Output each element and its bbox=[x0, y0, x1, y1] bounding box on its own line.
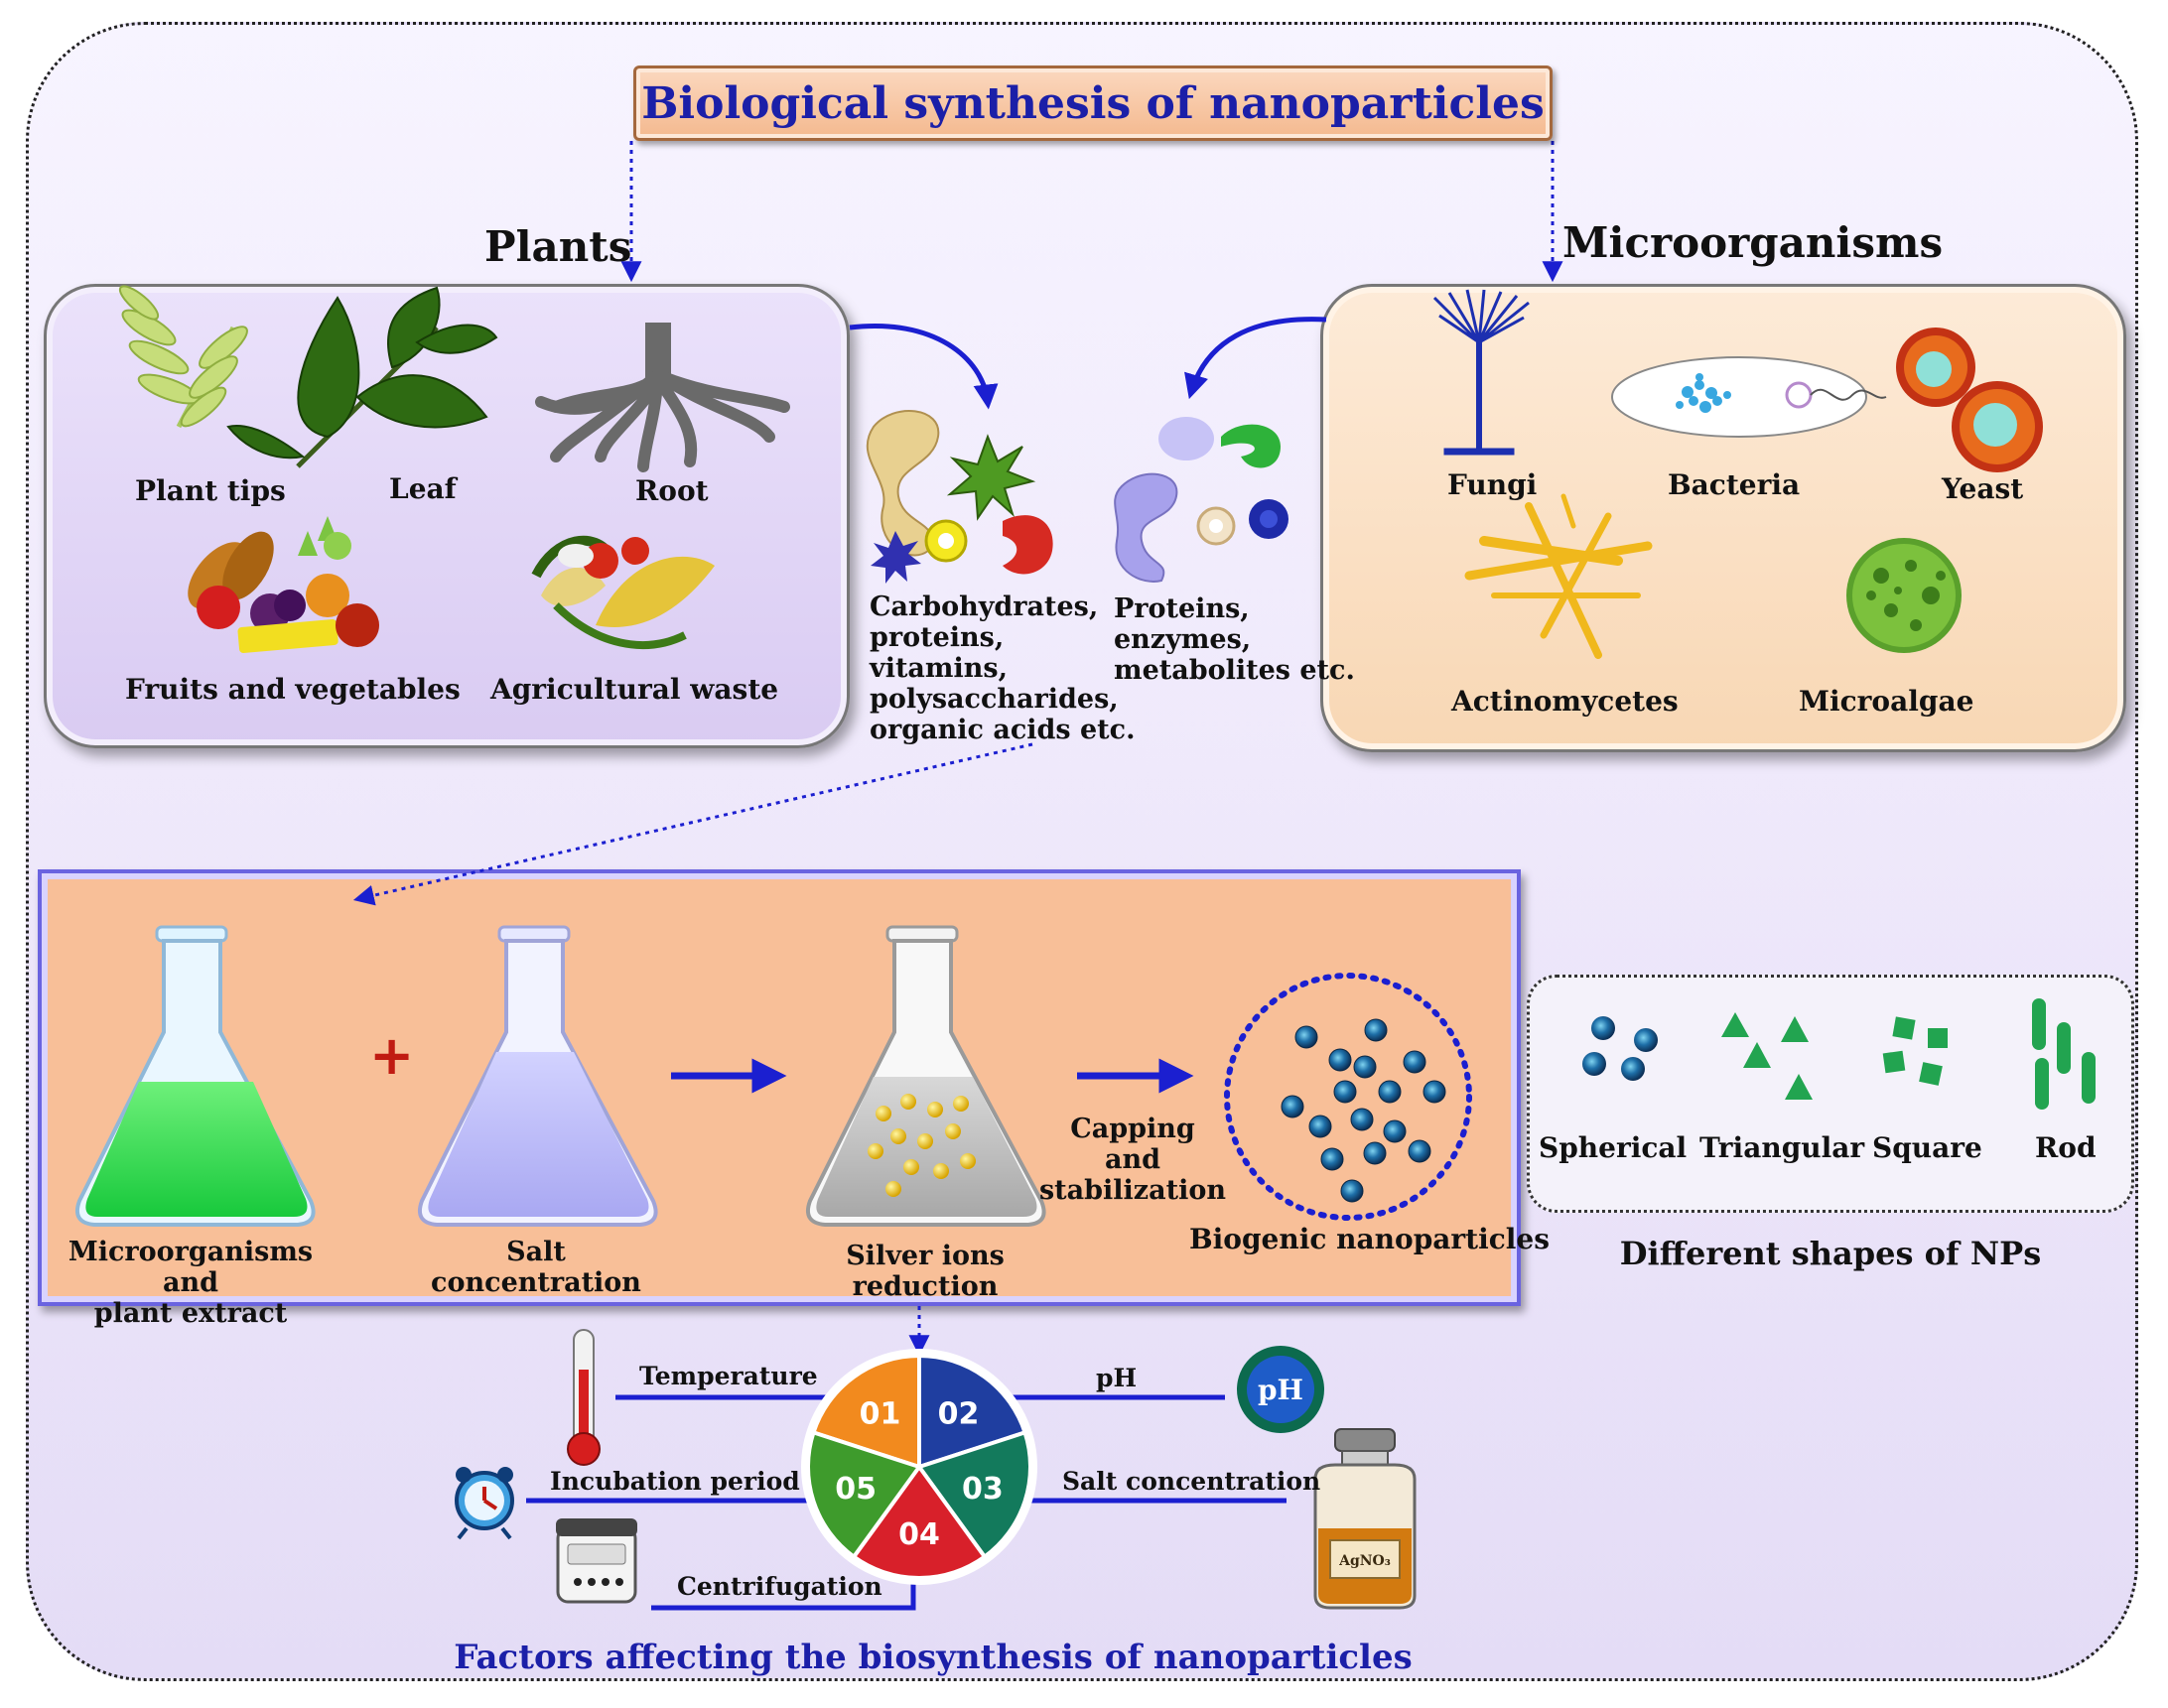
capping-label: Capping and stabilization bbox=[1038, 1114, 1226, 1206]
square-shape-icon bbox=[1882, 1016, 1948, 1086]
label-fungi: Fungi bbox=[1447, 468, 1538, 501]
plant-biomolecules-text: Carbohydrates, proteins, vitamins, polys… bbox=[870, 591, 1136, 745]
green-flask-icon bbox=[74, 925, 316, 1227]
label-microalgae: Microalgae bbox=[1799, 685, 1974, 718]
factor-label-incubation-period: Incubation period bbox=[550, 1467, 800, 1496]
shapes-caption: Different shapes of NPs bbox=[1619, 1235, 2042, 1272]
label-root: Root bbox=[635, 474, 709, 507]
factor-label-ph: pH bbox=[1096, 1364, 1138, 1392]
microbe-biomolecules-text: Proteins, enzymes, metabolites etc. bbox=[1114, 593, 1355, 686]
label-yeast: Yeast bbox=[1942, 472, 2024, 505]
ph-badge-icon: pH bbox=[1237, 1346, 1324, 1433]
rod-shape-icon bbox=[2032, 998, 2096, 1110]
pie-segment-03 bbox=[915, 1429, 1032, 1560]
label-triangular: Triangular bbox=[1699, 1131, 1865, 1164]
label-square: Square bbox=[1872, 1131, 1982, 1164]
pie-segment-05 bbox=[806, 1429, 923, 1560]
label-leaf: Leaf bbox=[389, 472, 457, 505]
leaf-icon bbox=[226, 286, 498, 468]
flask-reduction-label: Silver ions reduction bbox=[846, 1241, 1005, 1302]
flask-salt-label: Salt concentration bbox=[431, 1237, 641, 1298]
factors-title: Factors affecting the biosynthesis of na… bbox=[454, 1638, 1413, 1677]
factor-label-centrifugation: Centrifugation bbox=[677, 1572, 882, 1601]
pie-label-02: 02 bbox=[938, 1397, 980, 1432]
bottle-label: AgNO₃ bbox=[1338, 1553, 1391, 1569]
centrifuge-icon bbox=[556, 1518, 637, 1604]
factor-label-temperature: Temperature bbox=[639, 1362, 818, 1390]
plants-heading: Plants bbox=[484, 222, 632, 271]
pie-label-03: 03 bbox=[962, 1472, 1004, 1507]
pie-label-01: 01 bbox=[860, 1397, 901, 1432]
biogenic-nanoparticles-icon bbox=[1224, 973, 1472, 1221]
flask-extract-label: Microorganisms and plant extract bbox=[68, 1237, 314, 1329]
root-icon bbox=[535, 323, 790, 472]
plant-biomolecules-icon bbox=[866, 410, 1053, 584]
label-rod: Rod bbox=[2035, 1131, 2097, 1164]
violet-flask-icon bbox=[417, 925, 658, 1227]
biogenic-nanoparticles-label: Biogenic nanoparticles bbox=[1189, 1223, 1551, 1255]
label-spherical: Spherical bbox=[1539, 1131, 1688, 1164]
plus-sign: + bbox=[369, 1024, 414, 1087]
agricultural-waste-icon bbox=[531, 535, 715, 649]
alarm-clock-icon bbox=[455, 1467, 514, 1540]
microalgae-icon bbox=[1846, 538, 1962, 653]
factor-label-salt-concentration: Salt concentration bbox=[1062, 1467, 1321, 1496]
grey-flask-icon bbox=[805, 925, 1046, 1227]
label-fruits-vegetables: Fruits and vegetables bbox=[125, 673, 461, 706]
triangular-shape-icon bbox=[1721, 1012, 1813, 1100]
spherical-shape-icon bbox=[1582, 1016, 1658, 1081]
label-bacteria: Bacteria bbox=[1668, 468, 1801, 501]
pie-segment-04 bbox=[851, 1463, 988, 1580]
factor-connectors bbox=[526, 1394, 1287, 1611]
biomolecules-to-process-arrow bbox=[352, 742, 1033, 906]
label-plant-tips: Plant tips bbox=[135, 474, 286, 507]
thermometer-icon bbox=[567, 1329, 601, 1466]
label-agricultural-waste: Agricultural waste bbox=[490, 673, 779, 706]
micro-to-biomolecules-arrow bbox=[1184, 317, 1327, 400]
pie-label-05: 05 bbox=[835, 1472, 877, 1507]
silver-nitrate-bottle-icon: AgNO₃ bbox=[1313, 1428, 1417, 1610]
factors-pie: 01 02 03 04 05 bbox=[801, 1349, 1037, 1585]
pie-outline bbox=[801, 1349, 1037, 1585]
microorganisms-heading: Microorganisms bbox=[1562, 218, 1944, 267]
microbe-biomolecules-icon bbox=[1114, 417, 1288, 583]
actinomycetes-icon bbox=[1464, 493, 1653, 659]
label-actinomycetes: Actinomycetes bbox=[1451, 685, 1679, 718]
main-title: Biological synthesis of nanoparticles bbox=[633, 66, 1553, 141]
fungi-icon bbox=[1432, 289, 1530, 456]
fern-icon bbox=[118, 285, 248, 429]
ph-badge-text: pH bbox=[1258, 1374, 1303, 1406]
bacteria-icon bbox=[1611, 356, 1887, 438]
fruits-vegetables-icon bbox=[188, 516, 379, 653]
pie-label-04: 04 bbox=[898, 1517, 940, 1552]
plants-to-biomolecules-arrow bbox=[849, 324, 999, 410]
yeast-icon bbox=[1896, 328, 2043, 472]
